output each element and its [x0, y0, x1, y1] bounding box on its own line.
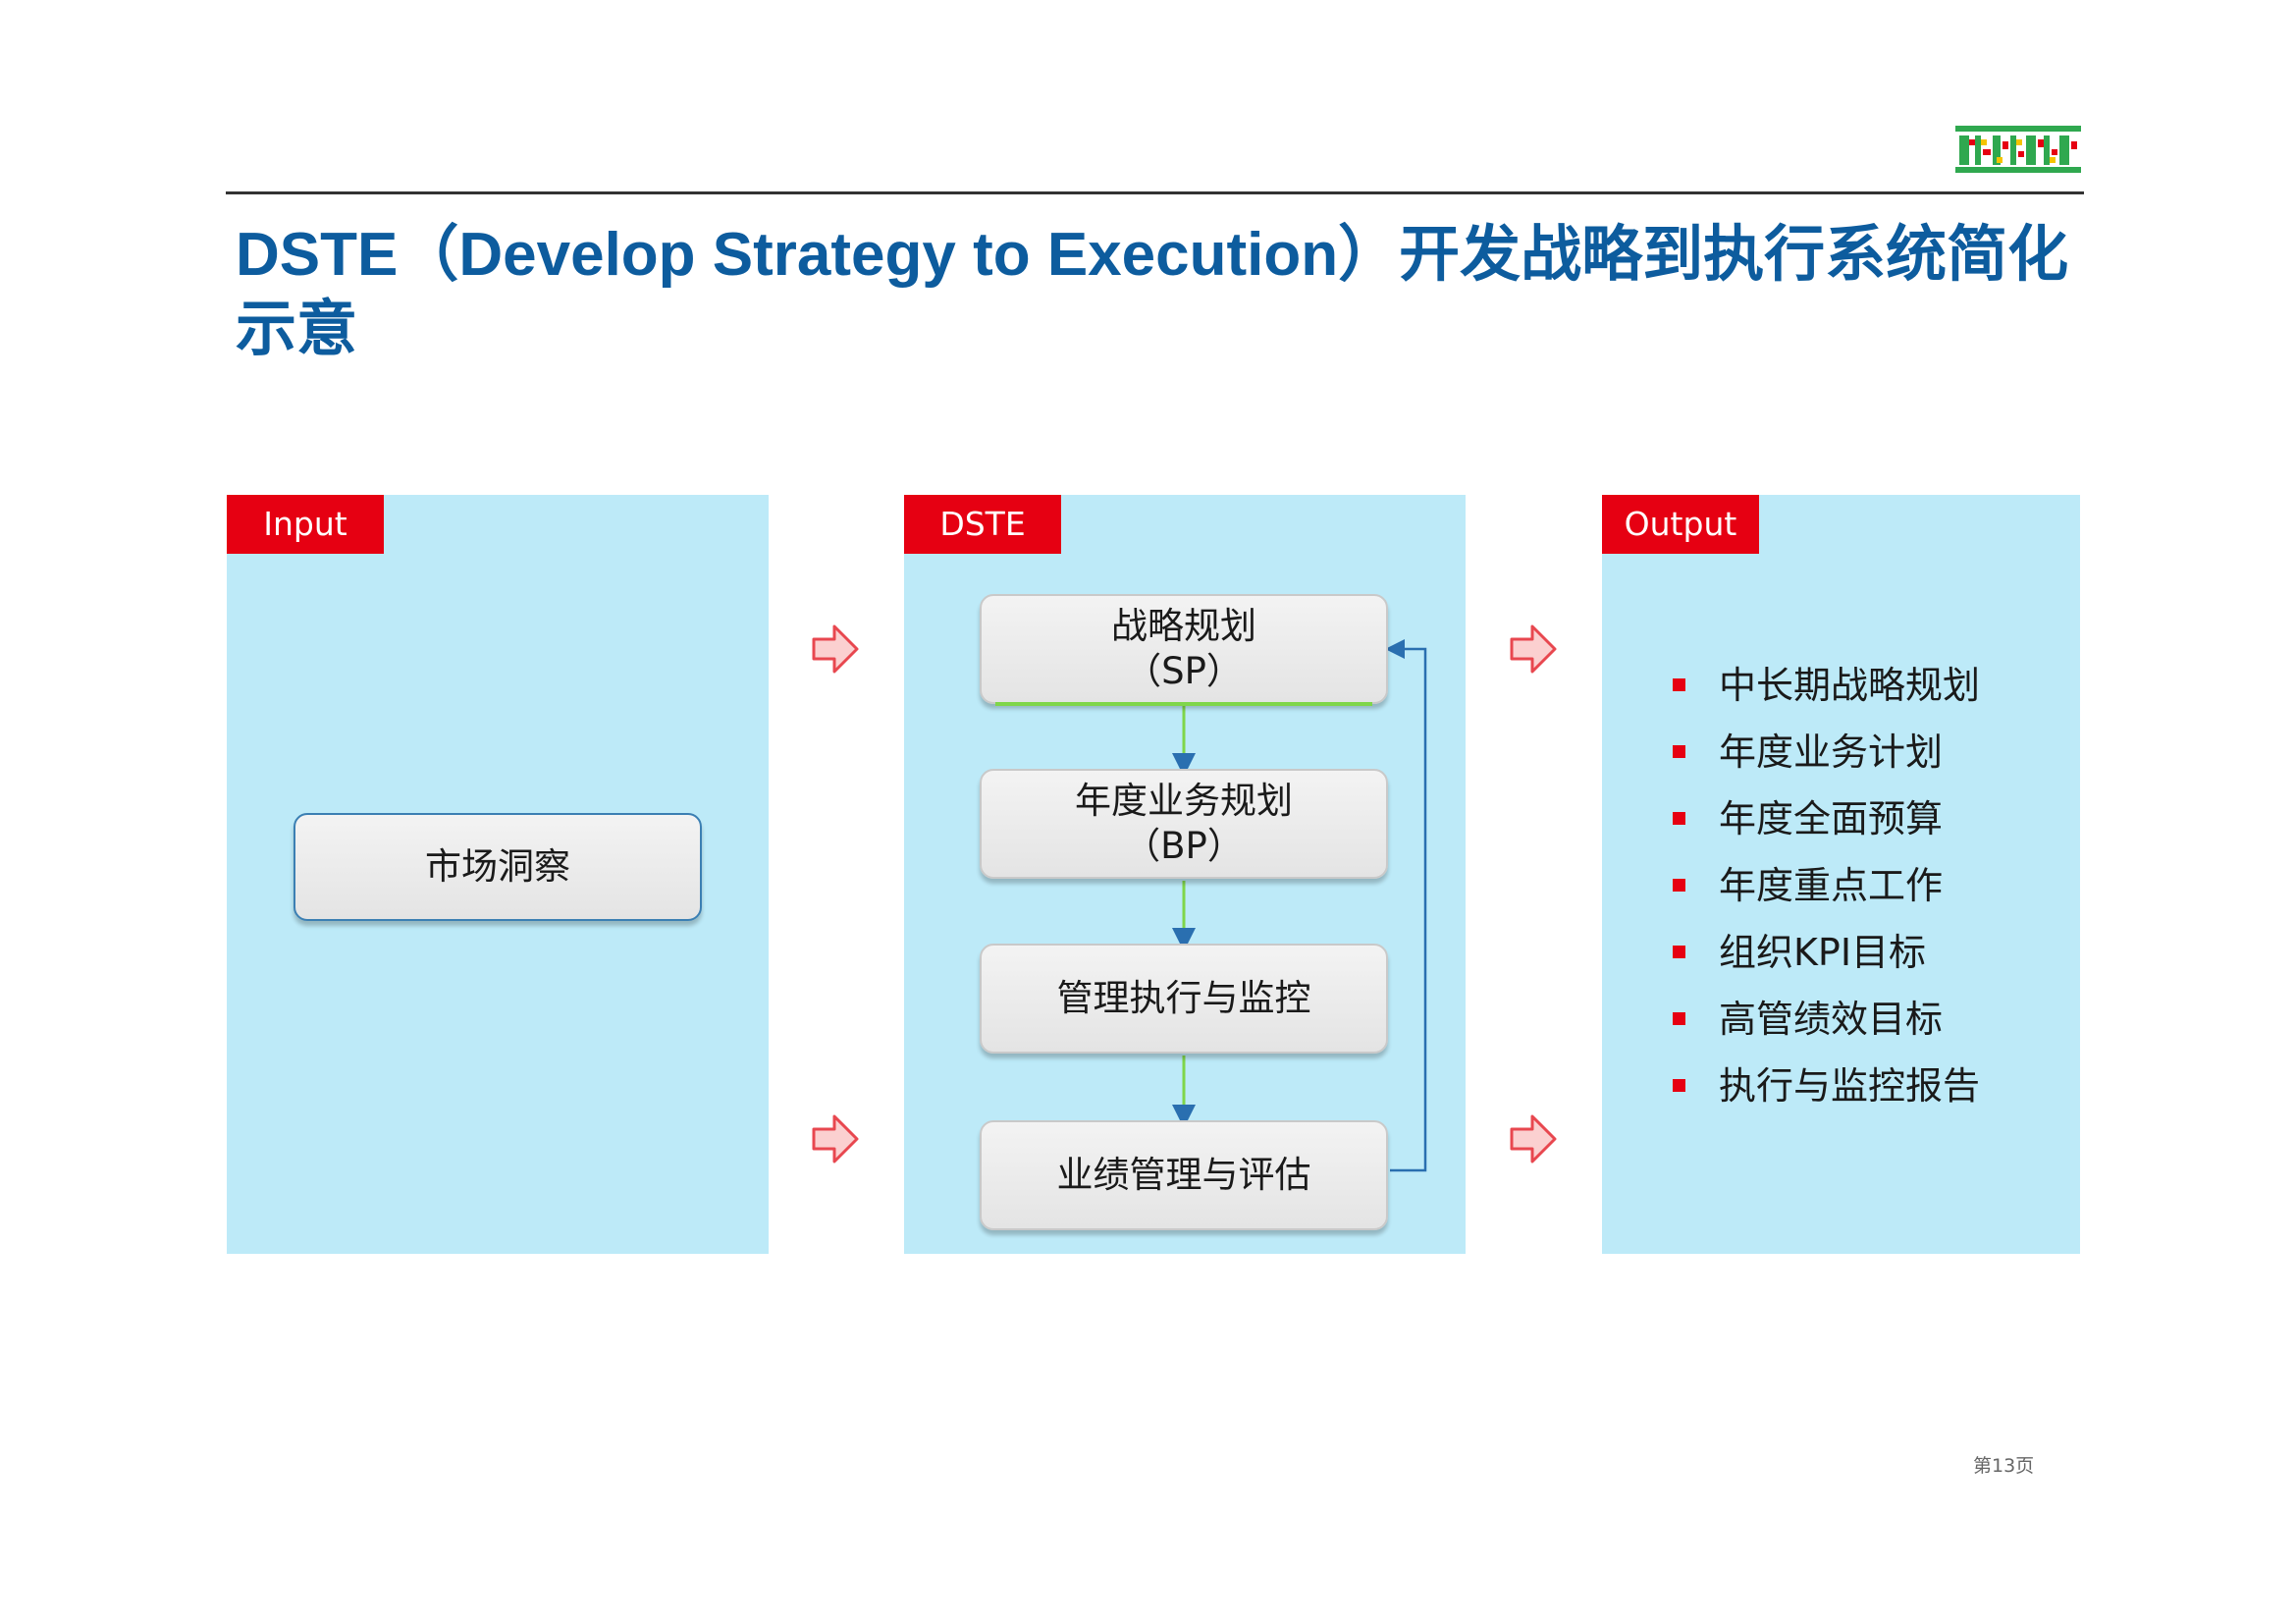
- list-item: 高管绩效目标: [1673, 986, 1980, 1053]
- step-sublabel: （SP）: [1125, 650, 1243, 692]
- business-planning-box: 年度业务规划 （BP）: [980, 769, 1388, 879]
- input-panel: Input 市场洞察: [227, 495, 769, 1254]
- list-item-text: 执行与监控报告: [1719, 1064, 1981, 1108]
- dste-panel: DSTE 战略规划 （SP） 年度业务规划 （BP） 管理执行与监控 业绩管理与…: [904, 495, 1466, 1254]
- bullet-icon: [1673, 1079, 1685, 1092]
- bullet-icon: [1673, 1012, 1685, 1025]
- list-item-text: 年度全面预算: [1719, 797, 1944, 840]
- dste-tag: DSTE: [904, 495, 1061, 554]
- output-tag: Output: [1602, 495, 1759, 554]
- output-panel: Output 中长期战略规划 年度业务计划 年度全面预算 年度重点工作 组织KP…: [1602, 495, 2080, 1254]
- list-item-text: 年度重点工作: [1719, 864, 1944, 907]
- list-item-text: 中长期战略规划: [1719, 664, 1981, 707]
- flow-connectors: [1172, 639, 1427, 1172]
- list-item: 年度业务计划: [1673, 719, 1980, 785]
- page-title: DSTE（Develop Strategy to Execution）开发战略到…: [236, 221, 2069, 363]
- step-label: 管理执行与监控: [1056, 977, 1311, 1019]
- bullet-icon: [1673, 946, 1685, 958]
- input-tag: Input: [227, 495, 384, 554]
- right-arrow-icon: [812, 1114, 859, 1164]
- right-arrow-icon: [1510, 1114, 1557, 1164]
- list-item: 组织KPI目标: [1673, 919, 1980, 986]
- list-item-text: 年度业务计划: [1719, 731, 1944, 774]
- list-item-text: 高管绩效目标: [1719, 998, 1944, 1041]
- output-list: 中长期战略规划 年度业务计划 年度全面预算 年度重点工作 组织KPI目标 高管绩…: [1673, 652, 1980, 1119]
- right-arrow-icon: [812, 624, 859, 674]
- step-label: 业绩管理与评估: [1056, 1154, 1311, 1196]
- market-insight-label: 市场洞察: [425, 845, 570, 888]
- step-label: 战略规划: [1111, 605, 1256, 647]
- list-item: 年度重点工作: [1673, 852, 1980, 919]
- list-item: 年度全面预算: [1673, 785, 1980, 852]
- performance-evaluation-box: 业绩管理与评估: [980, 1120, 1388, 1230]
- page-number: 第13页: [1973, 1455, 2035, 1477]
- right-arrow-icon: [1510, 624, 1557, 674]
- bullet-icon: [1673, 812, 1685, 825]
- step-sublabel: （BP）: [1124, 825, 1244, 867]
- step-label: 年度业务规划: [1075, 780, 1293, 822]
- market-insight-box: 市场洞察: [294, 813, 702, 921]
- bullet-icon: [1673, 678, 1685, 691]
- company-logo-icon: [1953, 122, 2083, 177]
- list-item-text: 组织KPI目标: [1719, 931, 1927, 974]
- list-item: 执行与监控报告: [1673, 1053, 1980, 1119]
- bullet-icon: [1673, 745, 1685, 758]
- strategy-planning-box: 战略规划 （SP）: [980, 594, 1388, 706]
- list-item: 中长期战略规划: [1673, 652, 1980, 719]
- execution-monitoring-box: 管理执行与监控: [980, 944, 1388, 1054]
- header-divider: [226, 191, 2084, 194]
- bullet-icon: [1673, 879, 1685, 892]
